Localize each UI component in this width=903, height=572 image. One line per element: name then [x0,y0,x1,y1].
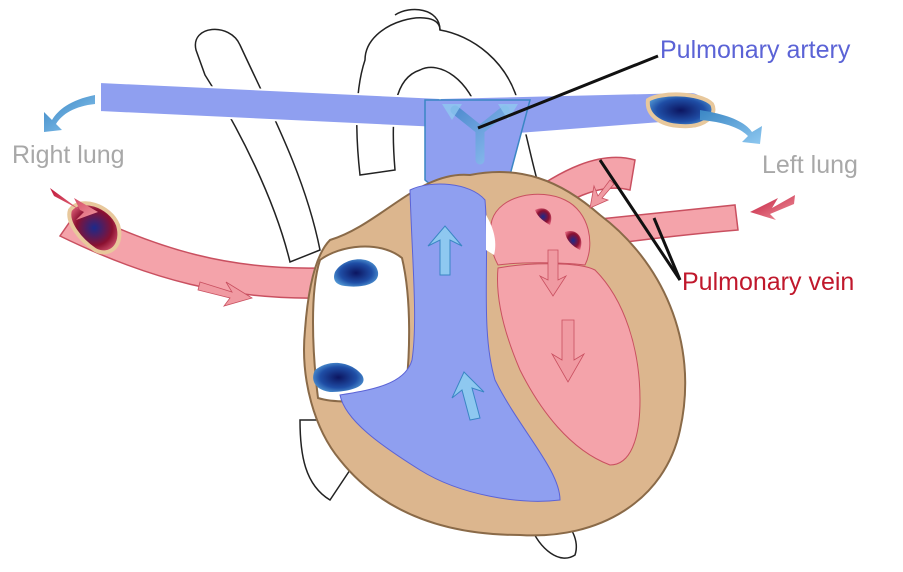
arrow-right-vein-flow [197,281,253,307]
aortic-valve-right [565,230,582,250]
label-pulmonary-vein: Pulmonary vein [682,268,855,296]
right-atrium-blob-upper [334,259,379,287]
label-left-lung: Left lung [762,151,858,179]
leader-line-pulmonary-vein-upper [598,159,682,281]
pulmonary-artery-cut-end [645,92,716,129]
superior-vena-cava [194,28,321,264]
arrow-lv-down [550,319,586,383]
aorta [356,17,521,176]
label-right-lung: Right lung [12,141,125,169]
right-atrium-blob-lower [313,362,364,392]
left-atrium [489,193,591,266]
arrow-left-branch-out [700,110,762,144]
arrow-la-down [538,249,568,297]
leader-line-pulmonary-vein-lower [652,217,682,281]
arrow-rv-lower [451,371,485,421]
arrow-right-vein-in [50,188,98,220]
arrow-left-vein-in [750,195,795,220]
leader-line-pulmonary-artery [477,54,659,130]
arrow-rv-upper [427,225,463,276]
white-notch [486,215,496,255]
label-pulmonary-artery: Pulmonary artery [660,36,851,64]
arrow-left-vein-flow [589,179,615,209]
aortic-valve-left [535,208,552,225]
aortic-arch-inner [394,8,441,31]
arrow-right-branch-out [44,95,95,132]
